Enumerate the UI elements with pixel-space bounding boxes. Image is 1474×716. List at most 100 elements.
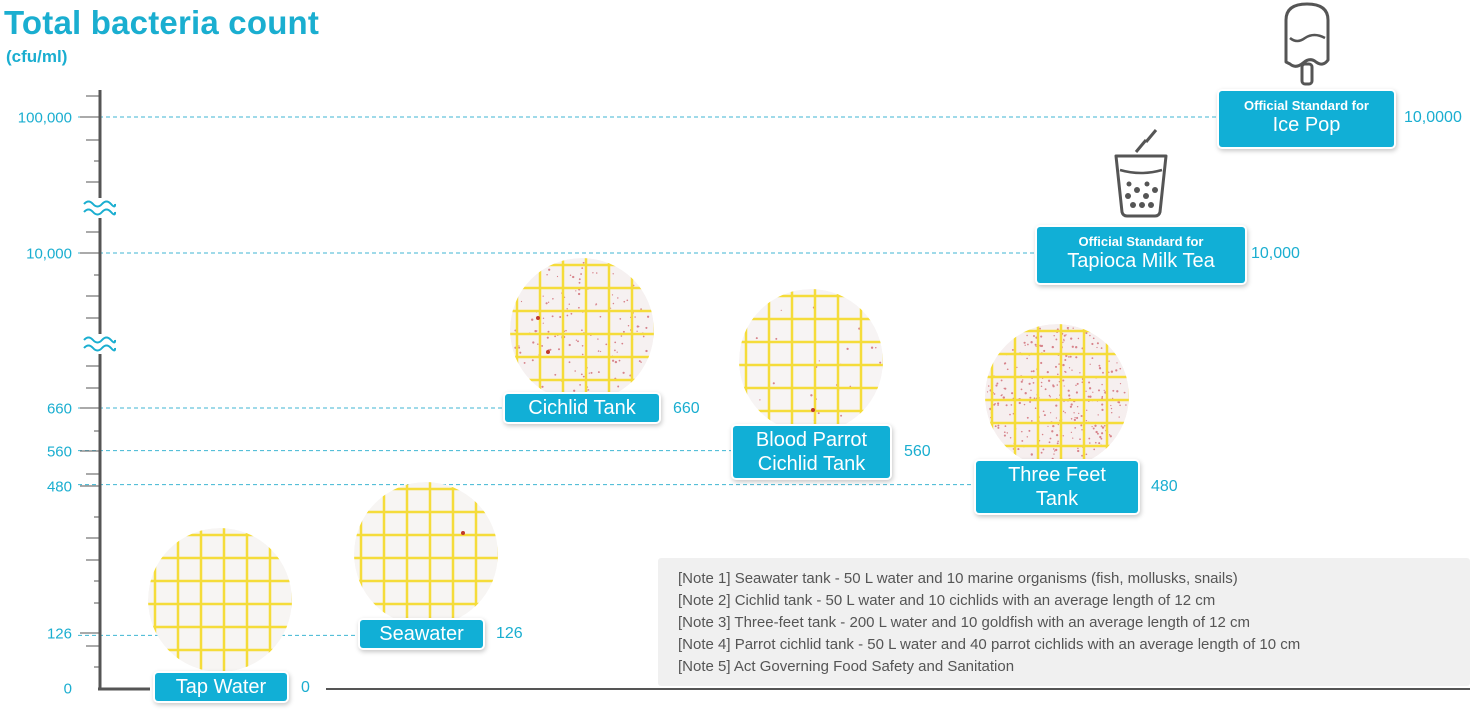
colony-dot bbox=[578, 281, 581, 284]
y-tick-label: 100,000 bbox=[17, 109, 72, 127]
colony-dot bbox=[542, 295, 544, 297]
colony-dot bbox=[1075, 346, 1078, 349]
colony-dot bbox=[1110, 404, 1112, 407]
colony-dot bbox=[1033, 335, 1035, 337]
colony-dot bbox=[617, 385, 620, 388]
colony-dot bbox=[1125, 404, 1127, 406]
colony-dot bbox=[636, 330, 638, 332]
colony-dot bbox=[870, 346, 874, 349]
colony-dot bbox=[1096, 346, 1098, 349]
colony-dot bbox=[1027, 343, 1029, 346]
colony-dot bbox=[542, 322, 544, 324]
colony-dot bbox=[1040, 381, 1043, 384]
colony-dot bbox=[1118, 416, 1120, 418]
colony-dot bbox=[1030, 389, 1032, 392]
colony-dot bbox=[772, 382, 775, 385]
colony-dot bbox=[1020, 380, 1023, 383]
colony-dot bbox=[879, 361, 882, 364]
colony-dot bbox=[1063, 334, 1066, 337]
colony-dot bbox=[1051, 430, 1054, 433]
colony-dot bbox=[595, 303, 598, 305]
colony-dot bbox=[1085, 331, 1088, 335]
colony-dot bbox=[1080, 424, 1083, 427]
colony-dot bbox=[640, 308, 642, 310]
colony-dot bbox=[1011, 348, 1014, 351]
y-axis-unit: (cfu/ml) bbox=[6, 47, 68, 66]
colony-dot bbox=[1053, 334, 1055, 337]
cichlid-tank-label: Cichlid Tank bbox=[505, 394, 659, 422]
colony-dot bbox=[875, 347, 877, 349]
colony-dot bbox=[1097, 414, 1099, 416]
colony-dot bbox=[1070, 431, 1073, 434]
colony-dot bbox=[1024, 392, 1027, 395]
colony-dot bbox=[616, 351, 618, 353]
y-tick-label: 560 bbox=[46, 443, 72, 461]
colony-dot bbox=[1101, 432, 1104, 435]
colony-dot bbox=[1047, 379, 1051, 382]
colony-dot bbox=[577, 292, 581, 296]
colony-dot bbox=[1094, 441, 1097, 444]
colony-dot bbox=[1003, 387, 1005, 390]
colony-dot bbox=[612, 273, 614, 275]
colony-dot bbox=[638, 325, 640, 328]
colony-dot bbox=[1092, 391, 1094, 393]
seawater-plate bbox=[354, 482, 498, 626]
notes-box: [Note 1] Seawater tank - 50 L water and … bbox=[658, 558, 1470, 686]
colony-dot bbox=[1054, 365, 1058, 368]
colony-dot bbox=[1108, 371, 1110, 373]
colony-dot bbox=[1064, 371, 1067, 373]
colony-dot bbox=[1071, 345, 1074, 348]
colony-dot bbox=[1088, 437, 1091, 440]
colony-dot bbox=[1108, 434, 1111, 436]
colony-dot bbox=[1072, 437, 1074, 439]
colony-dot bbox=[552, 298, 554, 300]
colony-dot bbox=[1042, 448, 1045, 451]
colony-dot bbox=[1089, 334, 1091, 337]
colony-dot bbox=[605, 343, 608, 346]
colony-dot bbox=[1076, 405, 1079, 408]
colony-dot bbox=[612, 302, 615, 305]
colony-dot bbox=[580, 273, 583, 275]
colony-dot bbox=[1026, 357, 1028, 360]
milk-tea-standard-caption: Official Standard for bbox=[1078, 234, 1204, 249]
colony-dot bbox=[1063, 339, 1065, 342]
colony-dot bbox=[620, 335, 623, 337]
colony-dot bbox=[775, 337, 778, 340]
tap-water-value: 0 bbox=[301, 679, 310, 696]
colony-dot bbox=[568, 303, 571, 305]
colony-dot bbox=[547, 330, 550, 333]
colony-dot bbox=[1030, 420, 1033, 422]
colony-dot bbox=[1023, 403, 1026, 406]
colony-dot bbox=[1087, 395, 1090, 398]
colony-dot bbox=[554, 335, 556, 338]
colony-dot bbox=[541, 385, 544, 388]
colony-dot bbox=[1030, 370, 1033, 373]
colony-dot bbox=[1043, 349, 1046, 352]
milk-tea-standard-label: Official Standard for Tapioca Milk Tea bbox=[1037, 227, 1245, 283]
colony-dot bbox=[1058, 363, 1060, 365]
note-item: [Note 5] Act Governing Food Safety and S… bbox=[678, 658, 1015, 675]
colony-dot bbox=[846, 347, 849, 351]
colony-dot bbox=[1003, 434, 1006, 437]
colony-dot bbox=[569, 274, 572, 276]
colony-dot bbox=[609, 307, 612, 309]
note-item: [Note 3] Three-feet tank - 200 L water a… bbox=[678, 614, 1251, 631]
colony-dot bbox=[1044, 388, 1047, 391]
colony-dot bbox=[581, 329, 583, 332]
colony-dot bbox=[614, 349, 616, 352]
colony-dot bbox=[1089, 395, 1092, 398]
colony-dot bbox=[1068, 367, 1071, 369]
colony-dot bbox=[1063, 385, 1065, 387]
colony-dot bbox=[1024, 344, 1026, 346]
colony-dot bbox=[640, 361, 642, 364]
milk-tea-standard-value: 10,000 bbox=[1251, 245, 1300, 262]
colony-dot bbox=[1049, 396, 1052, 398]
colony-dot bbox=[1039, 327, 1041, 330]
colony-dot bbox=[1068, 356, 1070, 358]
colony-dot bbox=[646, 315, 650, 318]
colony-dot bbox=[1109, 435, 1112, 438]
colony-dot bbox=[520, 300, 523, 303]
ice-pop-standard-label: Official Standard for Ice Pop bbox=[1219, 91, 1394, 147]
colony-dot bbox=[570, 312, 573, 315]
colony-dot bbox=[582, 261, 585, 264]
